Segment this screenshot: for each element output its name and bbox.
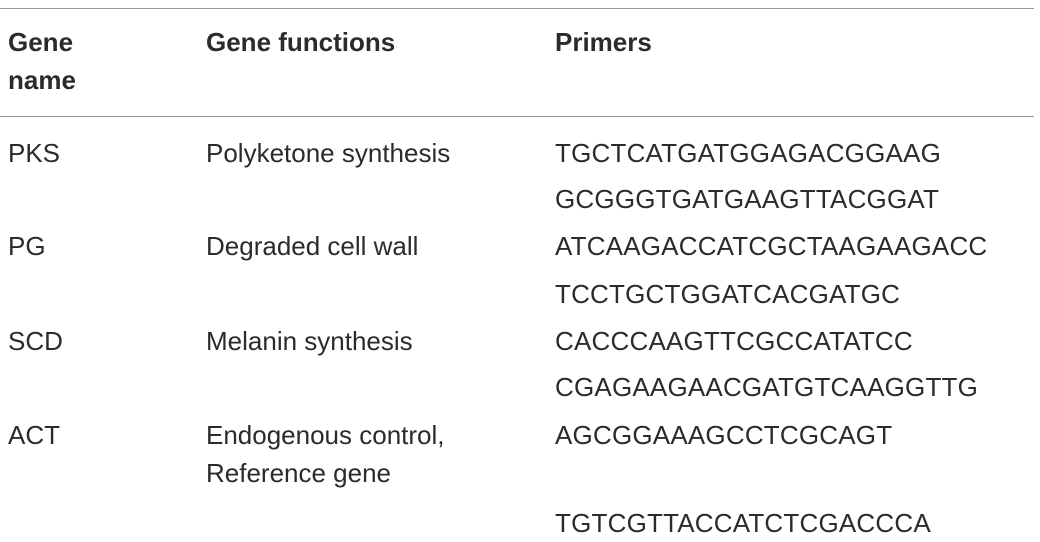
row-primer-reverse: TCCTGCTGGATCACGATGC <box>555 279 901 309</box>
row-gene-name: PG <box>8 231 46 261</box>
row-gene-function: Endogenous control, Reference gene <box>206 420 445 488</box>
header-primers: Primers <box>555 27 652 57</box>
row-primer-forward: AGCGGAAAGCCTCGCAGT <box>555 420 893 450</box>
row-primer-reverse: TGTCGTTACCATCTCGACCCA <box>555 508 931 538</box>
row-primer-forward: CACCCAAGTTCGCCATATCC <box>555 326 913 356</box>
header-gene-name: Gene name <box>8 27 76 95</box>
row-gene-name: PKS <box>8 138 61 168</box>
row-gene-name: ACT <box>8 420 60 450</box>
row-gene-function: Polyketone synthesis <box>206 138 451 168</box>
row-primer-reverse: CGAGAAGAACGATGTCAAGGTTG <box>555 372 979 402</box>
row-gene-function: Degraded cell wall <box>206 231 419 261</box>
row-gene-function: Melanin synthesis <box>206 326 413 356</box>
row-primer-forward: ATCAAGACCATCGCTAAGAAGACC <box>555 231 988 261</box>
header-gene-functions: Gene functions <box>206 27 396 57</box>
table-top-rule <box>0 8 1034 9</box>
row-primer-reverse: GCGGGTGATGAAGTTACGGAT <box>555 184 940 214</box>
row-primer-forward: TGCTCATGATGGAGACGGAAG <box>555 138 942 168</box>
row-gene-name: SCD <box>8 326 63 356</box>
header-bottom-rule <box>0 116 1034 117</box>
